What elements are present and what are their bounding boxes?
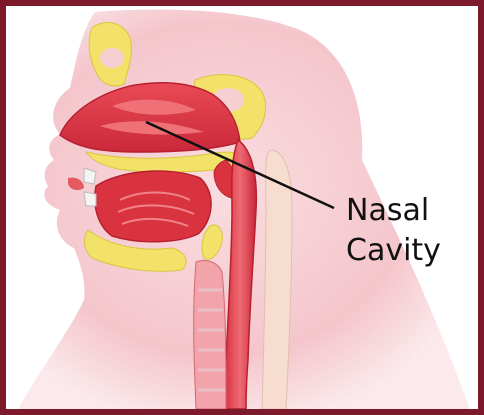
nasal-cavity-label: Nasal Cavity — [346, 191, 476, 271]
frontal-sinus-cavity — [100, 48, 124, 68]
label-line-1: Nasal — [346, 191, 476, 231]
cervical-spine — [262, 150, 292, 409]
label-line-2: Cavity — [346, 231, 476, 271]
trachea — [194, 260, 226, 409]
